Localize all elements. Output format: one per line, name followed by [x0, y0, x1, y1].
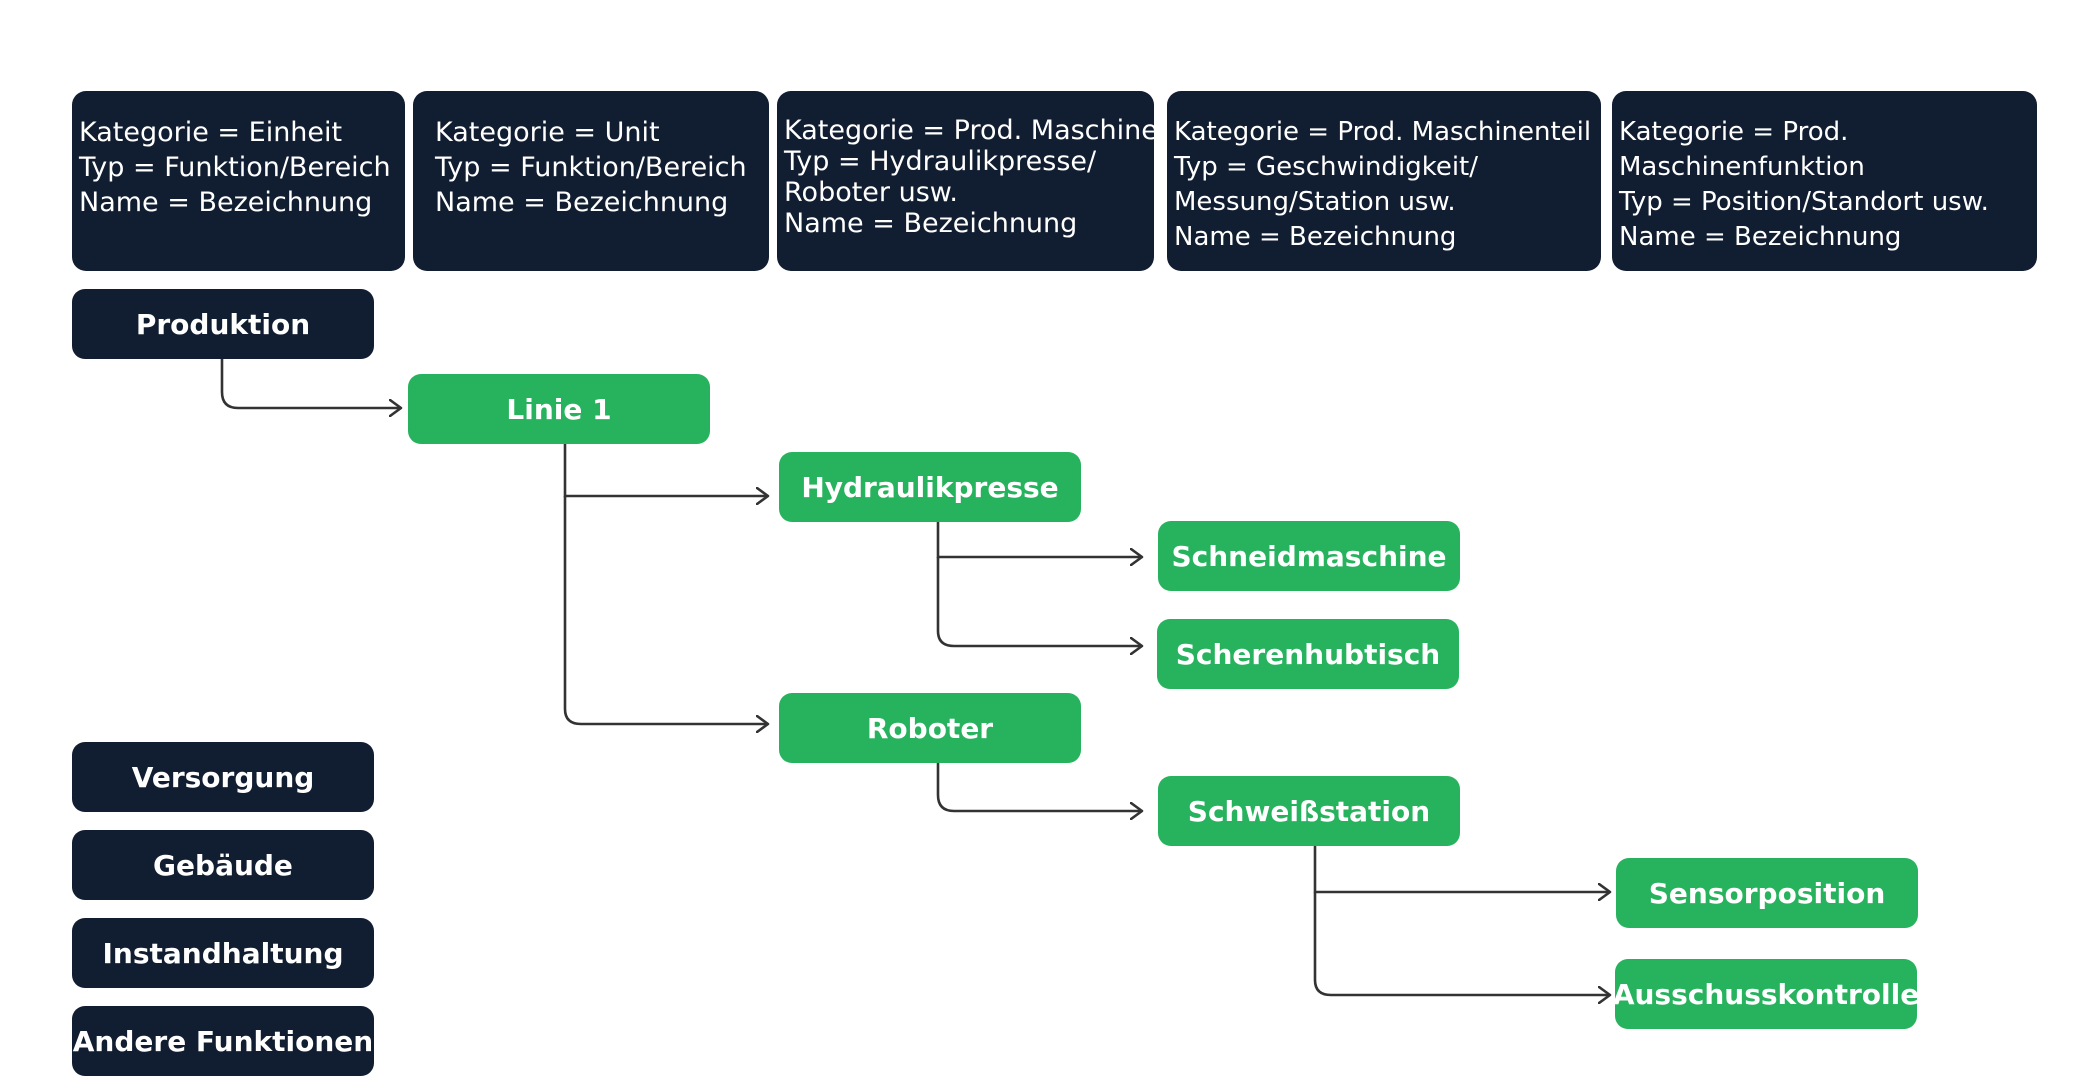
node-instandhaltung[interactable]: Instandhaltung: [72, 918, 374, 988]
header-line: Messung/Station usw.: [1174, 187, 1456, 217]
connector-hydraulik-scheren: [936, 557, 1142, 646]
node-gebaeude[interactable]: Gebäude: [72, 830, 374, 900]
header-line: Maschinenfunktion: [1619, 152, 1865, 182]
header-line: Kategorie = Prod.: [1619, 117, 1849, 147]
node-produktion[interactable]: Produktion: [72, 289, 374, 359]
header-line: Typ = Hydraulikpresse/: [784, 146, 1097, 177]
header-line: Typ = Funktion/Bereich: [435, 152, 747, 183]
node-versorgung[interactable]: Versorgung: [72, 742, 374, 812]
connector-hydraulik-schneid: [936, 522, 1142, 557]
header-unit: Kategorie = Unit Typ = Funktion/Bereich …: [413, 91, 769, 271]
connector-linie1-hydraulikpresse: [563, 443, 768, 496]
node-sensorposition[interactable]: Sensorposition: [1616, 858, 1918, 928]
header-prod-maschinenteil: Kategorie = Prod. Maschinenteil Typ = Ge…: [1167, 91, 1601, 271]
header-line: Typ = Funktion/Bereich: [79, 152, 391, 183]
header-line: Typ = Position/Standort usw.: [1619, 187, 1989, 217]
header-prod-maschine: Kategorie = Prod. Maschine Typ = Hydraul…: [777, 91, 1154, 271]
header-prod-maschinenfunktion: Kategorie = Prod. Maschinenfunktion Typ …: [1612, 91, 2037, 271]
node-schneidmaschine[interactable]: Schneidmaschine: [1158, 521, 1460, 591]
header-line: Kategorie = Prod. Maschinenteil: [1174, 117, 1592, 147]
connector-linie1-roboter: [563, 496, 768, 724]
node-linie1[interactable]: Linie 1: [408, 374, 710, 444]
header-einheit: Kategorie = Einheit Typ = Funktion/Berei…: [72, 91, 405, 271]
node-roboter[interactable]: Roboter: [779, 693, 1081, 763]
header-line: Name = Bezeichnung: [1174, 222, 1457, 252]
node-scherenhubtisch[interactable]: Scherenhubtisch: [1157, 619, 1459, 689]
header-line: Typ = Geschwindigkeit/: [1174, 152, 1479, 182]
node-hydraulikpresse[interactable]: Hydraulikpresse: [779, 452, 1081, 522]
header-line: Roboter usw.: [784, 177, 958, 208]
connector-schweiss-sensor: [1313, 846, 1610, 892]
header-line: Kategorie = Einheit: [79, 117, 343, 148]
node-andere-funktionen[interactable]: Andere Funktionen: [72, 1006, 374, 1076]
connector-roboter-schweiss: [936, 763, 1142, 811]
node-ausschusskontrolle[interactable]: Ausschusskontrolle: [1613, 959, 1919, 1029]
header-line: Name = Bezeichnung: [784, 208, 1078, 239]
header-line: Kategorie = Prod. Maschine: [784, 115, 1154, 146]
node-schweissstation[interactable]: Schweißstation: [1158, 776, 1460, 846]
header-line: Name = Bezeichnung: [1619, 222, 1902, 252]
header-line: Kategorie = Unit: [435, 117, 660, 148]
connector-schweiss-ausschuss: [1313, 892, 1610, 995]
connector-produktion-linie1: [220, 358, 401, 408]
header-line: Name = Bezeichnung: [435, 187, 729, 218]
header-line: Name = Bezeichnung: [79, 187, 373, 218]
